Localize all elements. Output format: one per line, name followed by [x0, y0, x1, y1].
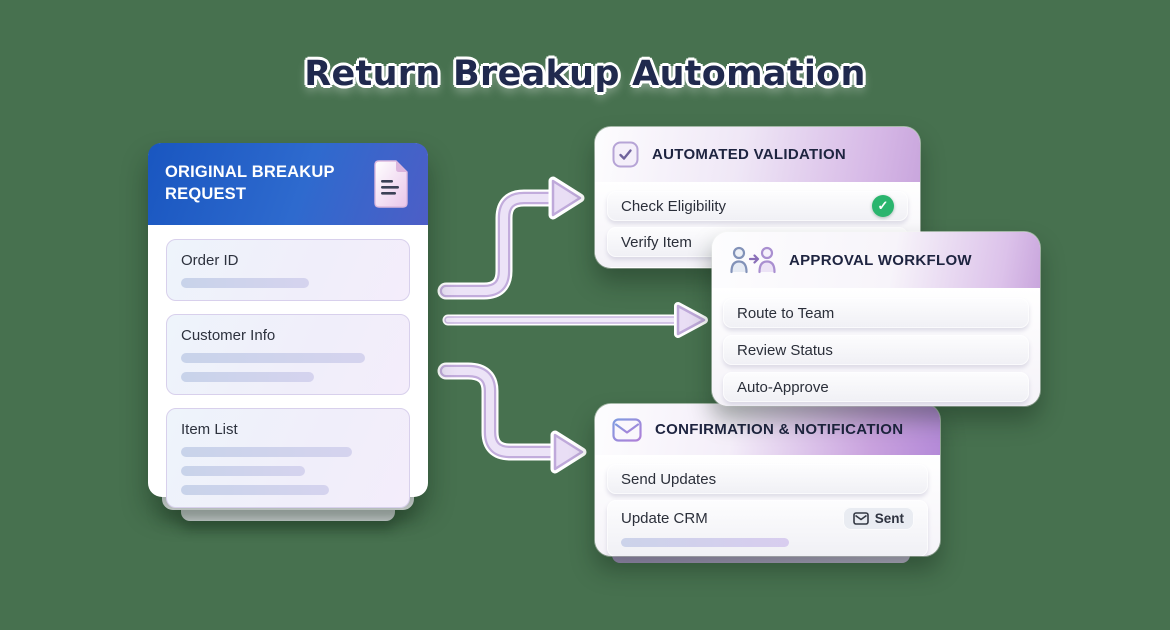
arrow-to-confirmation	[437, 362, 587, 474]
request-card-header: ORIGINAL BREAKUP REQUEST	[148, 143, 428, 225]
people-handoff-icon	[729, 245, 776, 275]
request-card-body: Order ID Customer Info Item List	[148, 225, 428, 508]
approval-item-label: Auto-Approve	[737, 378, 829, 396]
validation-item-label: Verify Item	[621, 233, 692, 251]
field-label: Order ID	[181, 252, 239, 269]
sent-badge: Sent	[842, 507, 914, 530]
page-title: Return Breakup Automation	[304, 54, 866, 94]
confirmation-item-label: Update CRM	[621, 510, 708, 527]
confirmation-card-header: CONFIRMATION & NOTIFICATION	[595, 404, 940, 455]
sent-mail-icon	[852, 512, 869, 525]
validation-item-check-eligibility: Check Eligibility ✓	[607, 191, 908, 221]
approval-card-body: Route to Team Review Status Auto-Approve	[712, 288, 1040, 406]
confirmation-item-update-crm: Update CRM Sent	[607, 500, 928, 556]
placeholder-bar	[621, 538, 789, 547]
validation-item-label: Check Eligibility	[621, 197, 727, 215]
approval-item-review-status: Review Status	[723, 335, 1029, 365]
approval-workflow-card: APPROVAL WORKFLOW Route to Team Review S…	[712, 232, 1040, 406]
document-icon	[369, 159, 411, 209]
mail-icon	[612, 417, 642, 442]
confirmation-card-body: Send Updates Update CRM Sent	[595, 455, 940, 556]
field-label: Item List	[181, 421, 238, 438]
confirmation-notification-card: CONFIRMATION & NOTIFICATION Send Updates…	[595, 404, 940, 556]
validation-card-header: AUTOMATED VALIDATION	[595, 127, 920, 182]
placeholder-bar	[181, 466, 306, 476]
field-label: Customer Info	[181, 327, 276, 344]
original-breakup-request-card: ORIGINAL BREAKUP REQUEST	[148, 143, 428, 508]
validation-card-title: AUTOMATED VALIDATION	[652, 146, 847, 163]
approval-card-header: APPROVAL WORKFLOW	[712, 232, 1040, 288]
check-circle-icon: ✓	[872, 195, 894, 217]
arrow-to-validation	[437, 176, 585, 300]
field-item-list: Item List	[166, 408, 410, 508]
placeholder-bar	[181, 447, 353, 457]
approval-item-label: Review Status	[737, 341, 833, 359]
arrow-to-approval	[442, 302, 708, 338]
sent-badge-label: Sent	[874, 511, 904, 526]
placeholder-bar	[181, 278, 310, 288]
checkbox-check-icon	[612, 141, 639, 168]
request-card-stack-layer-2	[181, 509, 395, 521]
placeholder-bar	[181, 485, 329, 495]
approval-item-route-to-team: Route to Team	[723, 298, 1029, 328]
confirmation-item-label: Send Updates	[621, 470, 717, 488]
approval-item-label: Route to Team	[737, 304, 835, 322]
placeholder-bar	[181, 372, 314, 382]
confirmation-item-send-updates: Send Updates	[607, 464, 928, 494]
request-card-title: ORIGINAL BREAKUP REQUEST	[165, 163, 335, 203]
confirmation-card-stack-layer	[612, 555, 910, 563]
field-order-id: Order ID	[166, 239, 410, 301]
placeholder-bar	[181, 353, 366, 363]
field-customer-info: Customer Info	[166, 314, 410, 395]
approval-card-title: APPROVAL WORKFLOW	[789, 251, 972, 269]
confirmation-card-title: CONFIRMATION & NOTIFICATION	[655, 421, 904, 438]
approval-item-auto-approve: Auto-Approve	[723, 372, 1029, 402]
